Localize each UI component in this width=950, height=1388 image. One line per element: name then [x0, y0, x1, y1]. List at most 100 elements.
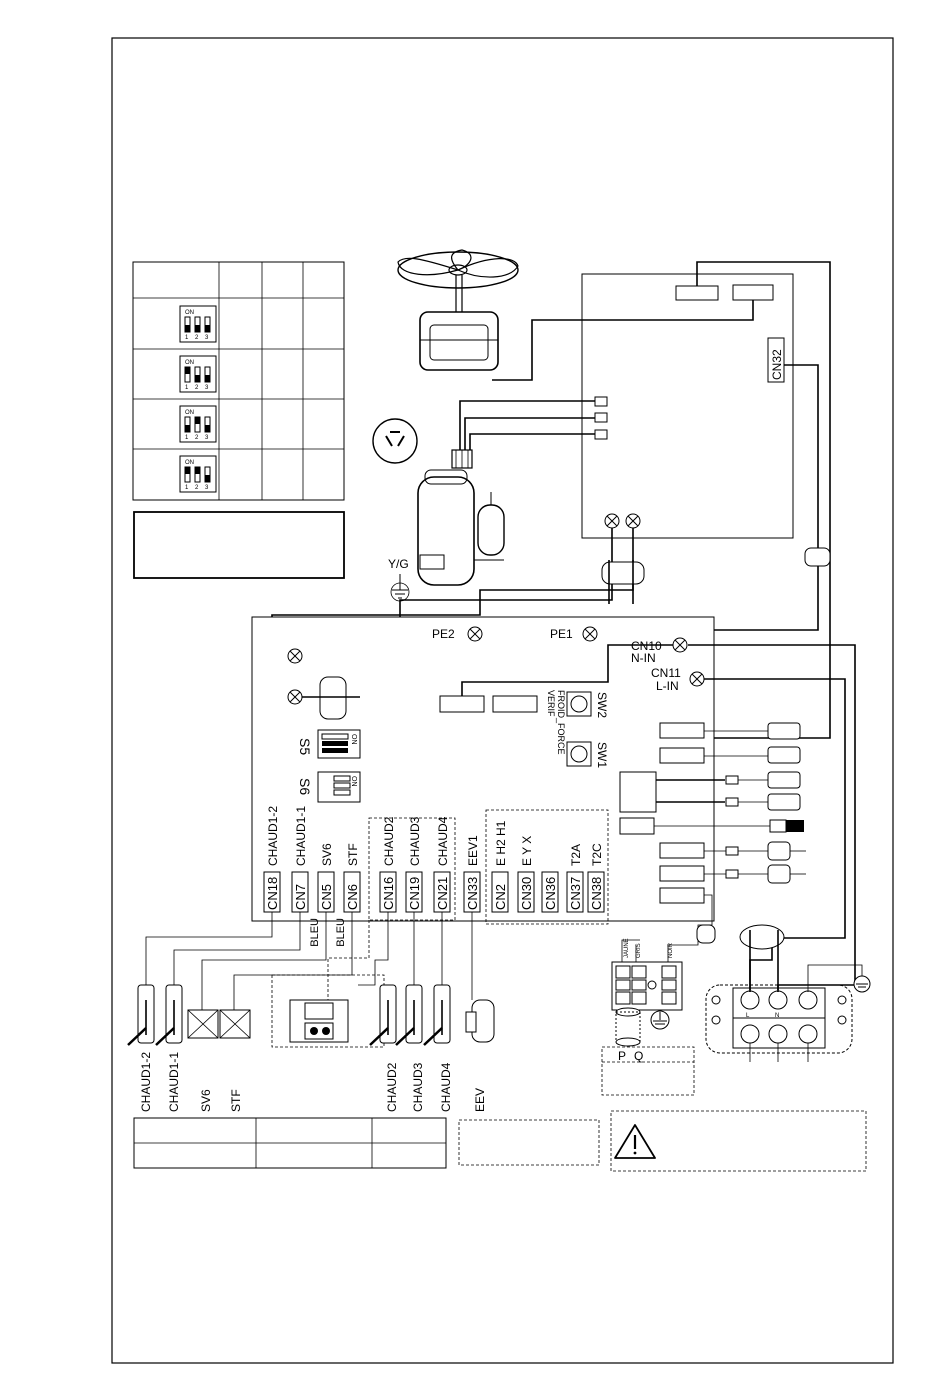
wire-comp-u — [459, 400, 595, 450]
ground-icon — [390, 574, 410, 602]
ferrite-icon — [739, 924, 785, 990]
connector-box — [587, 871, 605, 913]
cn11-label: CN11 — [651, 666, 681, 680]
wire-color-bleu-1: BLEU — [309, 918, 321, 947]
connector-cn-label: CN5 — [319, 884, 334, 910]
heater-chaud4-icon — [423, 984, 451, 1046]
dip-digit-label: 2 — [195, 435, 199, 441]
wire-chaud2 — [358, 912, 389, 986]
device-label: CHAUD1-1 — [167, 1052, 181, 1112]
connector-function-label: EEV1 — [466, 835, 480, 866]
dip-digit-label: 2 — [195, 385, 199, 391]
connector-cn-label: CN37 — [568, 877, 583, 910]
dip-on-label: ON — [185, 460, 194, 466]
wire-ground — [807, 964, 863, 992]
device-label: CHAUD3 — [411, 1062, 425, 1112]
heater-chaud2-icon — [369, 984, 397, 1046]
connector-function-label: CHAUD4 — [436, 816, 450, 866]
s5-label: S5 — [297, 738, 313, 755]
dip-digit-label: 3 — [205, 335, 209, 341]
cn11-sub-label: L-IN — [656, 679, 679, 693]
cn32-label: CN32 — [770, 349, 784, 380]
legend-table — [133, 1117, 447, 1169]
connector-cn-label: CN36 — [543, 877, 558, 910]
shielded-cable-icon — [615, 1007, 641, 1047]
connector-cn-label: CN2 — [493, 884, 508, 910]
connector-function-label: CHAUD1-2 — [266, 806, 280, 866]
pe1-label: PE1 — [550, 627, 573, 641]
wire-label-gris: GRIS — [636, 943, 642, 958]
dip-on-label: ON — [185, 310, 194, 316]
pq-terminal-block — [611, 961, 683, 1011]
cn10-sub-label: N-IN — [631, 651, 656, 665]
terminal-l-label: L — [746, 1013, 750, 1019]
ground-icon — [650, 1010, 670, 1030]
connector-function-label: CHAUD3 — [408, 816, 422, 866]
fan-motor-icon — [397, 249, 519, 371]
inverter-board: CN32 — [581, 273, 794, 539]
ferrite-icon — [804, 547, 831, 567]
connector-function-label: T2C — [590, 843, 604, 866]
connector-cn-label: CN18 — [265, 877, 280, 910]
ferrite-icon — [601, 560, 645, 604]
ferrite-icon — [696, 924, 716, 944]
dip-digit-label: 2 — [195, 335, 199, 341]
connector-cn-label: CN6 — [345, 884, 360, 910]
heater-chaud3-icon — [395, 984, 423, 1046]
connector-cn-label: CN33 — [465, 877, 480, 910]
wire-label-noir: NOIR — [668, 942, 674, 958]
dip-digit-label: 2 — [195, 485, 199, 491]
connector-cn-label: CN16 — [381, 877, 396, 910]
device-label: SV6 — [199, 1089, 213, 1112]
sw1-label: SW1 — [595, 742, 609, 768]
dip-digit-label: 1 — [185, 385, 189, 391]
connector-cn-label: CN7 — [293, 884, 308, 910]
sensors — [654, 722, 806, 884]
dip-on-label: ON — [185, 360, 194, 366]
compressor-ground-label: Y/G — [388, 557, 409, 571]
wire-comp-v — [464, 417, 595, 450]
device-label: CHAUD2 — [385, 1062, 399, 1112]
legend-note-box — [458, 1119, 600, 1166]
eev-coil-icon — [465, 999, 495, 1043]
connector-box — [517, 871, 535, 913]
terminal-q-label: Q — [634, 1049, 643, 1063]
connector-function-label: CHAUD1-1 — [294, 806, 308, 866]
connector-box — [566, 871, 584, 913]
s6-label: S6 — [297, 778, 313, 795]
heater-chaud1-1-icon — [155, 984, 183, 1046]
wire-chaud2-dash — [327, 920, 370, 1005]
dip-digit-label: 1 — [185, 335, 189, 341]
connector-cn-label: CN38 — [589, 877, 604, 910]
connector-function-label: E Y X — [520, 836, 534, 866]
svg-text:ON: ON — [350, 776, 357, 787]
page-frame — [111, 37, 894, 1364]
wire-comp-w — [469, 433, 595, 450]
device-label: EEV — [473, 1088, 487, 1112]
valve-stf-icon — [219, 1009, 251, 1039]
dip-digit-label: 1 — [185, 485, 189, 491]
connector-cn-label: CN30 — [519, 877, 534, 910]
pq-note-box — [601, 1046, 695, 1096]
device-label: CHAUD1-2 — [139, 1052, 153, 1112]
dip-digit-label: 1 — [185, 435, 189, 441]
note-box — [133, 511, 345, 579]
terminal-n-label: N — [775, 1013, 779, 1019]
device-label: CHAUD4 — [439, 1062, 453, 1112]
pe2-label: PE2 — [432, 627, 455, 641]
wire-chaud1-1 — [173, 912, 301, 985]
wire-label-jaune: JAUNE — [624, 938, 630, 958]
warning-triangle-icon — [614, 1124, 656, 1159]
warning-box — [610, 1110, 867, 1172]
push-button-icon — [566, 691, 592, 767]
main-terminal-block — [705, 984, 853, 1062]
connector-function-label: CHAUD2 — [382, 816, 396, 866]
wire-sv6 — [201, 912, 327, 1010]
dip-on-label: ON — [185, 410, 194, 416]
connector-function-label: T2A — [569, 844, 583, 866]
sw2-label: SW2 — [595, 692, 609, 718]
wire-color-bleu-2: BLEU — [335, 918, 347, 947]
